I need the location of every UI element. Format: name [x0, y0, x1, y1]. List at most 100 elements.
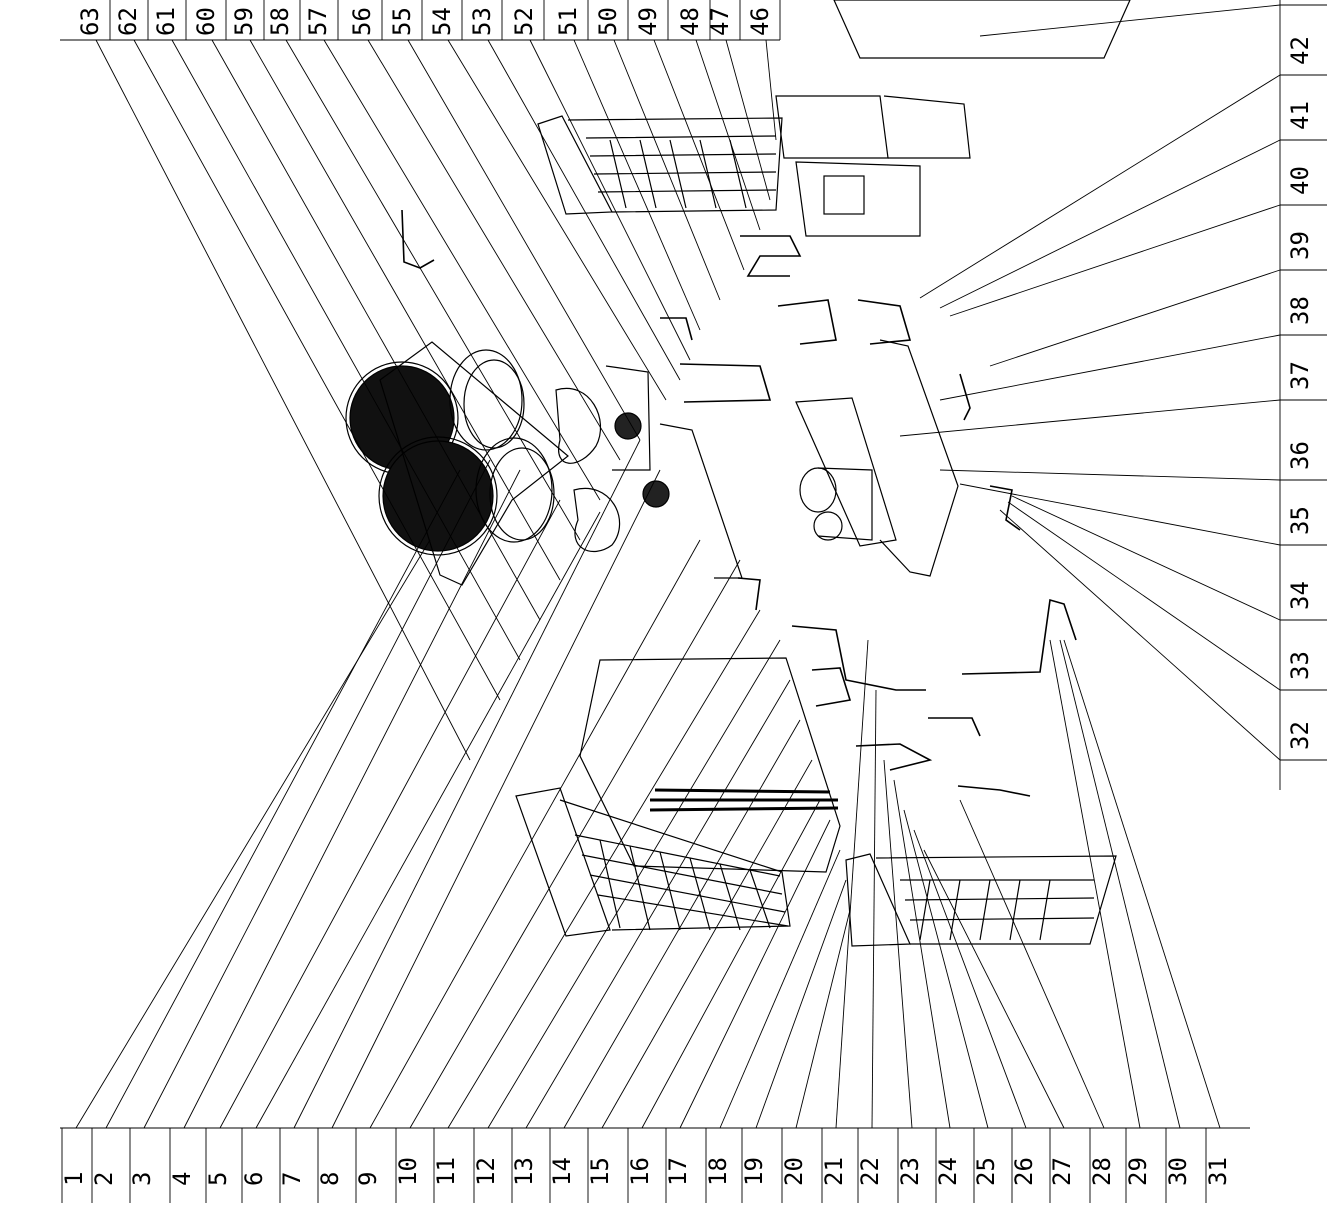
leader-line	[95, 39, 471, 761]
callout-label: 40	[1286, 166, 1314, 195]
leader-line	[903, 809, 989, 1129]
callout-label: 63	[76, 7, 104, 36]
leader-line	[573, 39, 701, 331]
leader-line	[183, 469, 521, 1129]
callout-label: 60	[192, 7, 220, 36]
leader-line	[331, 469, 661, 1129]
leader-line	[529, 39, 691, 361]
pipe-bundle	[649, 788, 839, 812]
leader-line	[919, 74, 1281, 299]
callout-label: 52	[510, 7, 538, 36]
leader-line	[939, 469, 1281, 481]
leader-line	[641, 799, 821, 1129]
leader-line	[407, 39, 641, 441]
callout-label: 17	[664, 1157, 692, 1186]
callout-label: 21	[820, 1157, 848, 1186]
callout-label: 55	[388, 7, 416, 36]
leader-line	[959, 483, 1281, 546]
callout-label: 58	[266, 7, 294, 36]
callout-label: 16	[626, 1157, 654, 1186]
leader-line	[171, 39, 521, 661]
callout-label: 12	[472, 1157, 500, 1186]
leader-line	[899, 399, 1281, 437]
leader-line	[613, 39, 721, 301]
leader-line	[923, 849, 1065, 1129]
callout-label: 3	[128, 1172, 156, 1186]
leader-line	[293, 439, 641, 1129]
motor-bracket-lower	[659, 423, 743, 579]
fan-shroud-lower	[475, 437, 555, 543]
callout-label: 37	[1286, 361, 1314, 390]
leader-line	[525, 679, 791, 1129]
callout-label: 22	[856, 1157, 884, 1186]
callout-label: 48	[676, 7, 704, 36]
leader-line	[447, 39, 667, 401]
leader-line	[1059, 639, 1181, 1129]
callout-label: 29	[1124, 1157, 1152, 1186]
callout-label: 42	[1286, 36, 1314, 65]
leader-line	[959, 799, 1105, 1129]
callout-label: 51	[554, 7, 582, 36]
leader-line	[755, 879, 847, 1129]
callout-label: 33	[1286, 651, 1314, 680]
callout-label: 31	[1204, 1157, 1232, 1186]
leader-line	[563, 719, 801, 1129]
base-tray	[879, 339, 959, 577]
heat-exchanger-top	[537, 115, 783, 215]
callout-label: 34	[1286, 581, 1314, 610]
leader-line	[409, 559, 741, 1129]
callout-label: 46	[746, 7, 774, 36]
callout-label: 6	[240, 1172, 268, 1186]
leader-line	[979, 4, 1281, 37]
callout-label: 50	[594, 7, 622, 36]
callout-label: 59	[230, 7, 258, 36]
leader-line	[487, 639, 781, 1129]
callout-label: 7	[278, 1172, 306, 1186]
callout-label: 24	[934, 1157, 962, 1186]
callout-label: 30	[1164, 1157, 1192, 1186]
callout-label: 19	[740, 1157, 768, 1186]
front-panel	[833, 0, 1131, 59]
callout-label: 10	[394, 1157, 422, 1186]
side-panel-right	[845, 853, 1117, 947]
leader-line	[725, 39, 771, 201]
leader-line	[939, 334, 1281, 401]
callout-label: 5	[204, 1172, 232, 1186]
electrical-control-box	[775, 95, 971, 237]
callout-label: 18	[704, 1157, 732, 1186]
callout-label: 32	[1286, 721, 1314, 750]
leader-line	[653, 39, 745, 271]
callout-label: 23	[896, 1157, 924, 1186]
callout-label: 54	[428, 7, 456, 36]
leader-line	[695, 39, 761, 231]
callout-label: 57	[304, 7, 332, 36]
leader-lines	[75, 4, 1281, 1129]
callout-label: 2	[90, 1172, 118, 1186]
leader-line	[323, 39, 601, 501]
leader-line	[601, 759, 813, 1129]
callout-label: 61	[152, 7, 180, 36]
callout-label: 39	[1286, 231, 1314, 260]
leader-line	[133, 39, 501, 701]
leader-line	[1011, 495, 1281, 621]
callouts-right: 323334353637383940414243	[1279, 0, 1327, 790]
fan-motor-lower	[642, 480, 670, 508]
leader-line	[1049, 639, 1141, 1129]
leader-line	[249, 39, 561, 581]
compressor	[799, 467, 873, 541]
callout-label: 49	[634, 7, 662, 36]
callout-label: 38	[1286, 296, 1314, 325]
callout-label: 27	[1048, 1157, 1076, 1186]
callout-label: 15	[586, 1157, 614, 1186]
motor-bracket-upper	[605, 365, 651, 471]
fan-motor-upper	[614, 412, 642, 440]
callout-label: 9	[354, 1172, 382, 1186]
fan-blade-upper	[555, 387, 601, 464]
leader-line	[999, 509, 1281, 761]
top-cover-panel	[379, 341, 569, 586]
leader-line	[835, 639, 869, 1129]
rear-panel	[579, 657, 841, 873]
callout-label: 41	[1286, 101, 1314, 130]
leader-line	[487, 39, 681, 381]
callout-label: 53	[468, 7, 496, 36]
